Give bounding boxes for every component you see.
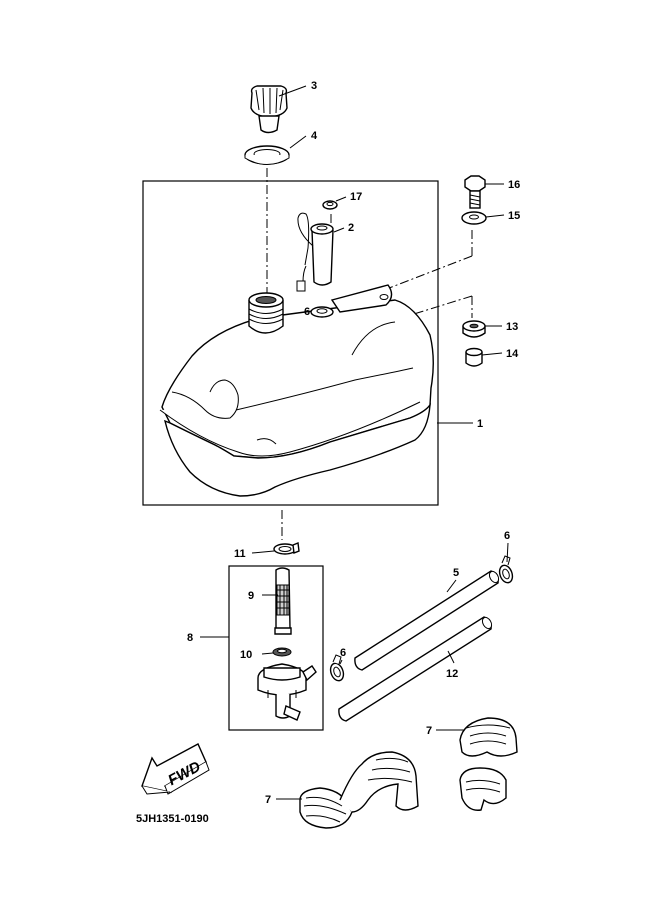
tank-clip — [273, 542, 300, 555]
callout-gauge-screw: 6 — [304, 306, 310, 318]
bolt — [464, 175, 486, 209]
callout-numbers: 3 4 1 2 17 6 16 15 13 14 11 8 9 10 6 6 5… — [187, 80, 520, 806]
callout-fuel-cock-assy: 8 — [187, 632, 193, 644]
callout-strainer: 9 — [248, 590, 254, 602]
drawing-code: 5JH1351-0190 — [136, 813, 209, 825]
tank-assembly-frame — [142, 180, 439, 506]
fwd-arrow-icon: FWD — [141, 743, 210, 795]
leader-lines — [200, 85, 509, 800]
damper — [462, 320, 486, 338]
callout-hose-clip-lower: 6 — [340, 647, 346, 659]
fuel-cock-frame — [228, 565, 324, 731]
callout-o-ring: 10 — [240, 649, 252, 661]
callout-hose-clip-upper: 6 — [504, 530, 510, 542]
fuel-cock-body — [257, 663, 317, 721]
callout-fuel-pipe-2: 12 — [446, 668, 458, 680]
tank-cap — [250, 85, 288, 134]
o-ring — [272, 647, 292, 657]
callout-tank-clip: 11 — [234, 548, 246, 560]
collar — [465, 347, 483, 367]
callout-fuel-gauge: 2 — [348, 222, 354, 234]
fuel-pipe-2 — [338, 616, 493, 722]
callout-cap-gasket: 4 — [311, 130, 318, 142]
callout-washer: 15 — [508, 210, 520, 222]
strainer — [274, 567, 292, 635]
callout-collar: 14 — [506, 348, 519, 360]
callout-clamp-lower: 7 — [265, 794, 271, 806]
callout-fuel-tank: 1 — [477, 418, 483, 430]
cap-gasket — [244, 145, 290, 165]
fuel-tank-body — [159, 284, 434, 497]
grommet — [322, 200, 338, 210]
callout-fuel-pipe-1: 5 — [453, 567, 459, 579]
fuel-gauge — [296, 212, 334, 292]
callout-bolt: 16 — [508, 179, 520, 191]
clamp-lower — [299, 751, 419, 829]
washer — [461, 211, 487, 225]
callout-tank-cap: 3 — [311, 80, 317, 92]
hose-clip-upper — [498, 555, 514, 584]
fuel-pipe-1 — [354, 570, 500, 671]
hose-clip-lower — [329, 654, 345, 682]
callout-clamp-upper: 7 — [426, 725, 432, 737]
callout-damper: 13 — [506, 321, 518, 333]
callout-grommet: 17 — [350, 191, 362, 203]
clamp-upper — [459, 717, 518, 811]
